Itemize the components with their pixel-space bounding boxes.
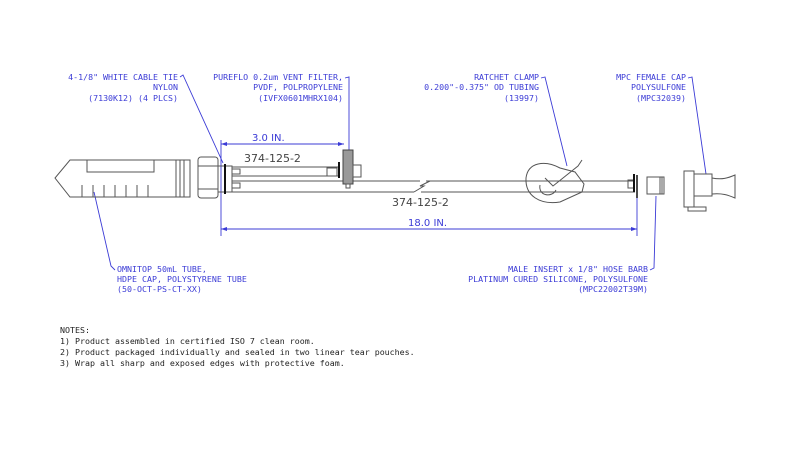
dimension-short: 3.0 IN. <box>220 133 344 236</box>
callout-line: MPC FEMALE CAP <box>616 72 686 82</box>
callout-line: PLATINUM CURED SILICONE, POLYSULFONE <box>468 274 648 284</box>
leader-line <box>93 191 116 271</box>
part-number-upper: 374-125-2 <box>244 152 301 165</box>
dimension-label: 18.0 IN. <box>408 218 447 229</box>
leader-line <box>687 76 707 175</box>
note-item: 3) Wrap all sharp and exposed edges with… <box>60 358 345 368</box>
note-item: 2) Product packaged individually and sea… <box>60 347 415 357</box>
callout-line: (MPC22002T39M) <box>578 284 648 294</box>
callout-line: (IVFX0601MHRX104) <box>258 93 343 103</box>
leader-line <box>179 74 224 164</box>
mpc-female-cap <box>683 170 736 212</box>
callout-line: POLYSULFONE <box>631 82 686 92</box>
note-item: 1) Product assembled in certified ISO 7 … <box>60 336 315 346</box>
callout-line: (50-OCT-PS-CT-XX) <box>117 284 202 294</box>
male-insert <box>627 174 665 198</box>
callout-line: MALE INSERT x 1/8" HOSE BARB <box>508 264 648 274</box>
notes-title: NOTES: <box>60 325 90 335</box>
ratchet-clamp <box>525 159 585 204</box>
callout-omnitop-tube: OMNITOP 50mL TUBE, HDPE CAP, POLYSTYRENE… <box>93 191 247 294</box>
callout-line: HDPE CAP, POLYSTYRENE TUBE <box>117 274 247 284</box>
callout-line: OMNITOP 50mL TUBE, <box>117 264 207 274</box>
notes: NOTES: 1) Product assembled in certified… <box>60 325 415 368</box>
callout-line: RATCHET CLAMP <box>474 72 539 82</box>
dimension-label: 3.0 IN. <box>252 133 285 144</box>
callout-male-insert: MALE INSERT x 1/8" HOSE BARB PLATINUM CU… <box>468 195 657 294</box>
callout-line: PVDF, POLPROPYLENE <box>253 82 343 92</box>
leader-line <box>540 76 568 167</box>
callout-line: (7130K12) (4 PLCS) <box>88 93 178 103</box>
callout-ratchet-clamp: RATCHET CLAMP 0.200"-0.375" OD TUBING (1… <box>424 72 568 167</box>
callout-line: 4-1/8" WHITE CABLE TIE <box>68 72 178 82</box>
omnitop-tube <box>54 156 219 199</box>
callout-line: NYLON <box>153 82 178 92</box>
callout-line: (13997) <box>504 93 539 103</box>
callout-vent-filter: PUREFLO 0.2um VENT FILTER, PVDF, POLPROP… <box>213 72 350 150</box>
callout-female-cap: MPC FEMALE CAP POLYSULFONE (MPC32039) <box>616 72 707 175</box>
callout-line: (MPC32039) <box>636 93 686 103</box>
callout-line: PUREFLO 0.2um VENT FILTER, <box>213 72 343 82</box>
leader-line <box>344 76 350 150</box>
part-number-lower: 374-125-2 <box>392 196 449 209</box>
vent-filter <box>338 149 362 189</box>
callout-cable-tie: 4-1/8" WHITE CABLE TIE NYLON (7130K12) (… <box>68 72 224 164</box>
leader-line <box>649 195 657 271</box>
tubing <box>217 164 635 194</box>
callout-line: 0.200"-0.375" OD TUBING <box>424 82 539 92</box>
